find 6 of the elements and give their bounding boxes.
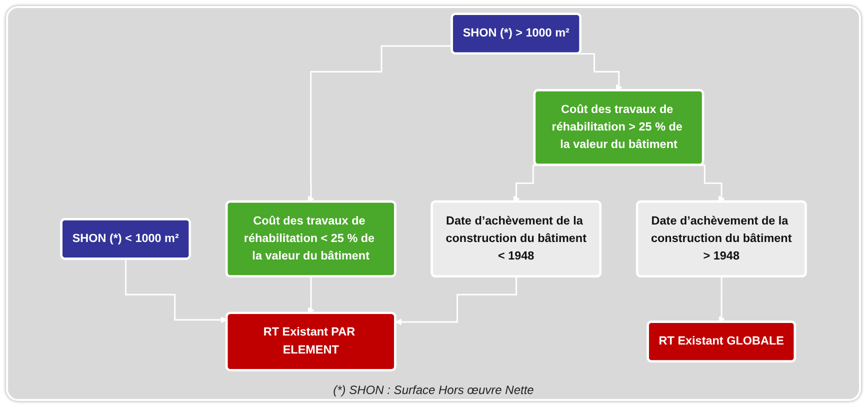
arrow <box>308 276 314 314</box>
arrow <box>718 276 725 322</box>
arrow <box>125 258 228 324</box>
caption: (*) SHON : Surface Hors œuvre Nette <box>332 383 535 397</box>
arrow <box>308 45 452 202</box>
arrow <box>395 276 518 326</box>
